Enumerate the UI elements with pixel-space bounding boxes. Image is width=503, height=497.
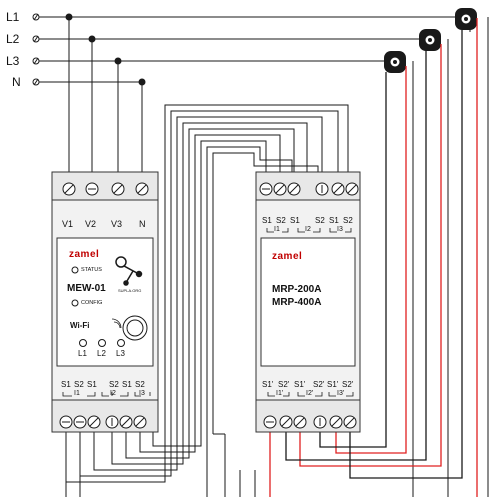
mrp-bottom-s2-b: S2' [313,380,325,389]
mew-bottom-s1-c: S1 [122,380,132,389]
led-l2 [98,339,106,347]
mew-brand-logo: zamel [69,249,100,260]
led-label-l1: L1 [78,349,87,358]
ct-sensor-l1 [455,8,477,30]
mrp-module [255,171,361,433]
led-l3 [117,339,125,347]
wifi-icon [111,318,122,329]
ct-leads [285,18,478,497]
mew-bottom-s2-a: S2 [74,380,84,389]
mew-group-i2: I2 [110,390,116,397]
supla-logo [115,256,143,286]
ct-sensor-l2 [419,29,441,51]
mew-term-v1: V1 [62,219,74,229]
mew-status-label: STATUS [81,267,102,273]
mrp-model-200: MRP-200A [272,284,322,295]
mew-bottom-s2-c: S2 [135,380,145,389]
voltage-drops [68,17,143,182]
mrp-group-i3-prime: I3' [337,390,345,397]
status-led [71,266,79,274]
supla-label: SUPLA.ORG [118,288,142,293]
mrp-top-s1-b: S1 [290,216,300,225]
mrp-bottom-s2-c: S2' [342,380,354,389]
label-l1: L1 [6,10,20,24]
mrp-bottom-s2-a: S2' [278,380,290,389]
mew-group-i3: I3 [139,390,145,397]
mew-term-v2: V2 [85,219,97,229]
mrp-bottom-s1-c: S1' [327,380,339,389]
mrp-top-s1-a: S1 [262,216,272,225]
bus-line-terminals [32,13,40,86]
mrp-top-s2-c: S2 [343,216,353,225]
mrp-top-terminals [259,182,359,196]
mrp-bottom-terminals [263,415,357,429]
mew-config-label: CONFIG [81,300,103,306]
mew-group-i1: I1 [74,390,80,397]
mrp-model-400: MRP-400A [272,297,322,308]
mew-01-module [51,171,159,433]
mew-wifi-label: Wi-Fi [70,321,90,330]
mew-top-terminals [62,182,149,196]
mew-term-v3: V3 [111,219,123,229]
mrp-group-i2: I2 [305,226,311,233]
mew-bottom-terminals [59,415,147,429]
signal-wiring [65,104,349,497]
label-l2: L2 [6,32,20,46]
ct-sensor-l3 [384,51,406,73]
phase-conductors [394,17,489,497]
mrp-bottom-s1-b: S1' [294,380,306,389]
junction-dots [65,13,146,86]
label-l3: L3 [6,54,20,68]
led-label-l3: L3 [116,349,125,358]
mrp-group-i2-prime: I2' [306,390,314,397]
mew-term-n: N [139,219,146,229]
led-l1 [79,339,87,347]
bus-lines [38,16,470,83]
config-led [71,299,79,307]
label-n: N [12,75,21,89]
mew-bottom-s1-a: S1 [61,380,71,389]
mrp-bottom-s1-a: S1' [262,380,274,389]
mrp-group-i3: I3 [337,226,343,233]
mrp-top-s1-c: S1 [329,216,339,225]
mrp-brand-logo: zamel [272,251,303,262]
mrp-group-i1: I1 [274,226,280,233]
mrp-top-s2-a: S2 [276,216,286,225]
mew-bottom-s1-b: S1 [87,380,97,389]
mew-bottom-s2-b: S2 [109,380,119,389]
mrp-top-s2-b: S2 [315,216,325,225]
led-label-l2: L2 [97,349,106,358]
mew-model: MEW-01 [67,283,106,294]
mrp-group-i1-prime: I1' [276,390,284,397]
